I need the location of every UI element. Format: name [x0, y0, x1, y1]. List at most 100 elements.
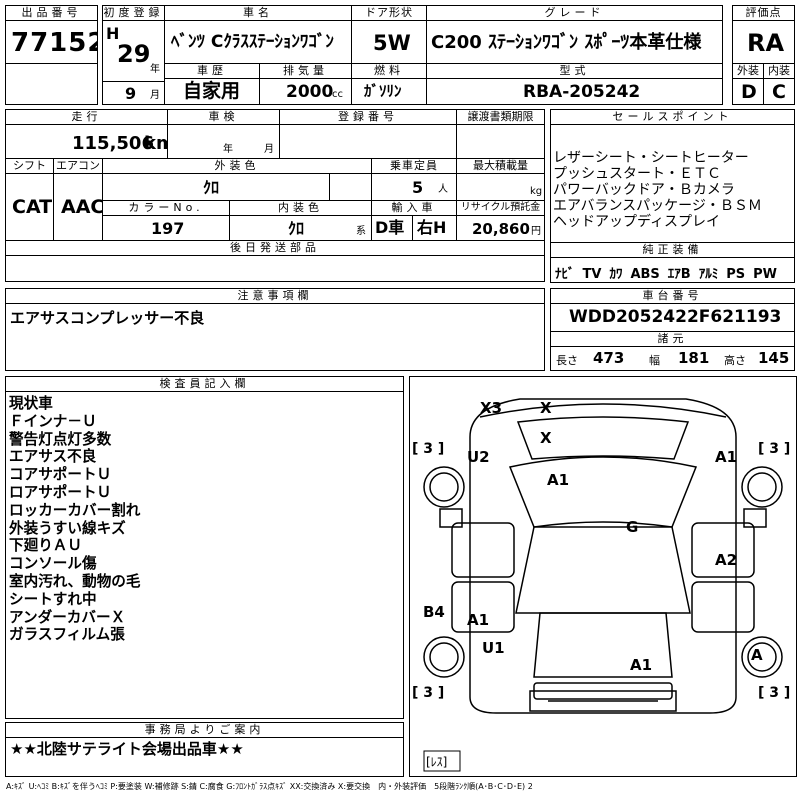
inspector-note-line: ロアサポートＵ: [9, 483, 112, 501]
car-name-cell: ﾍﾞﾝﾂ Cｸﾗｽｽﾃｰｼｮﾝﾜｺﾞﾝ: [164, 20, 352, 64]
equipment-item: ﾅﾋﾞ: [555, 267, 575, 282]
model: RBA-205242: [523, 82, 641, 102]
door-rear-right: [691, 581, 755, 633]
height-label: 高さ: [724, 354, 746, 367]
capacity-label: 乗車定員: [371, 158, 457, 174]
inspector-notes-label: 検査員記入欄: [5, 376, 404, 392]
tire-rear-left: [ 3 ]: [412, 685, 445, 701]
tailgate: [529, 690, 677, 712]
mirror-right: [743, 508, 767, 528]
max-load-unit: kg: [530, 186, 543, 197]
fuel-label: 燃料: [351, 63, 427, 79]
first-registration-month-cell: 9 月: [102, 81, 165, 105]
equipment-item: ｱﾙﾐ: [698, 267, 719, 282]
mirror-left: [439, 508, 463, 528]
inspector-note-line: 下廻りＡＵ: [9, 537, 82, 555]
mark-g-glass: G: [626, 518, 639, 536]
damage-legend: A:ｷｽﾞ U:ﾍｺﾐ B:ｷｽﾞを伴うﾍｺﾐ P:要塗装 W:補修跡 S:錆 …: [6, 782, 533, 791]
front-bumper: [479, 403, 727, 418]
import-cell: D車: [371, 215, 413, 241]
first-registration-year-cell: H 29 年: [102, 20, 165, 82]
inspector-note-line: コアサポートＵ: [9, 466, 112, 484]
inspector-note-line: 室内汚れ、動物の毛: [9, 572, 141, 590]
color-number-cell: 197: [102, 215, 230, 241]
mark-u1-rear-left: U1: [482, 639, 505, 657]
score-cell: RA: [732, 20, 795, 64]
mileage: 115,506: [72, 133, 154, 154]
inspector-note-line: 外装うすい線キズ: [9, 519, 126, 537]
width-label: 幅: [649, 354, 660, 367]
interior-color-unit: 系: [356, 226, 366, 237]
exterior-color-extra-cell: [329, 173, 372, 201]
max-load-cell: kg: [456, 173, 545, 201]
capacity-unit: 人: [438, 184, 448, 195]
displacement-label: 排気量: [259, 63, 352, 79]
inspector-note-line: ガラスフィルム張: [9, 626, 125, 644]
color-number: 197: [151, 219, 185, 238]
spare-tire: [ﾚｽ]: [426, 755, 448, 769]
import-type: D車: [375, 218, 405, 237]
office-notice: ★★北陸サテライト会場出品車★★: [10, 740, 244, 758]
notes-label: 注意事項欄: [5, 288, 545, 304]
exterior-color: ｸﾛ: [203, 178, 220, 197]
inspector-note-line: 現状車: [9, 395, 53, 412]
air-conditioner: AAC: [61, 196, 103, 218]
yen-unit: 円: [531, 226, 541, 237]
inspection-cell: 年 月: [167, 124, 280, 159]
air-conditioner-cell: AAC: [53, 173, 103, 241]
first-registration-month: 9: [125, 84, 137, 103]
transfer-deadline-label: 譲渡書類期限: [456, 109, 545, 125]
roof: [515, 526, 691, 614]
equipment-item: PW: [753, 267, 777, 282]
mark-a1-roof: A1: [630, 656, 653, 674]
notes-cell: エアサスコンプレッサー不良: [5, 303, 545, 371]
interior-color-label: 内装色: [229, 200, 372, 216]
lot-number: 77152: [11, 28, 98, 58]
tire-rear-right: [ 3 ]: [758, 685, 791, 701]
score-label: 評価点: [732, 5, 795, 21]
equipment-item: TV: [582, 267, 602, 282]
sales-point-item: プッシュスタート・ＥＴＣ: [553, 166, 721, 182]
interior-grade-cell: C: [763, 78, 795, 105]
exterior-color-cell: ｸﾛ: [102, 173, 330, 201]
mark-a-rear-right: A: [751, 646, 763, 664]
mark-a1-hood: A1: [547, 471, 570, 489]
year-unit: 年: [150, 64, 160, 75]
steering-cell: 右H: [412, 215, 457, 241]
recycle-fee: 20,860: [472, 220, 530, 238]
interior-color: ｸﾛ: [288, 219, 305, 238]
inspector-note-line: Ｆインナ－Ｕ: [9, 412, 97, 430]
interior-grade-label: 内装: [763, 63, 795, 79]
inspector-note-line: アンダーカバーＸ: [9, 608, 126, 626]
interior-color-cell: ｸﾛ 系: [229, 215, 372, 241]
shift: CAT: [12, 196, 53, 218]
exterior-grade-label: 外装: [732, 63, 764, 79]
hood: [508, 456, 698, 528]
door-rear-left: [451, 581, 515, 633]
car-name-label: 車名: [164, 5, 352, 21]
mark-u2-front-left: U2: [467, 448, 490, 466]
chassis-number: WDD2052422F621193: [569, 307, 782, 327]
sales-point-item: エアバランスパッケージ・ＢＳＭ: [553, 198, 762, 214]
shift-cell: CAT: [5, 173, 54, 241]
length-label: 長さ: [556, 354, 578, 367]
displacement-cell: 2000 cc: [259, 78, 352, 105]
month-unit: 月: [150, 90, 160, 101]
first-registration-year: 29: [117, 40, 151, 68]
body-outline: [469, 398, 737, 714]
inspector-note-line: コンソール傷: [9, 555, 97, 573]
notes-text: エアサスコンプレッサー不良: [10, 309, 205, 327]
mark-a1-rear-left: A1: [467, 611, 490, 629]
transfer-deadline-cell: [456, 124, 545, 159]
era-letter: H: [106, 24, 120, 43]
recycle-fee-label: リサイクル預託金: [456, 200, 545, 216]
office-notice-cell: ★★北陸サテライト会場出品車★★: [5, 737, 404, 777]
import-label: 輸入車: [371, 200, 457, 216]
width: 181: [678, 349, 710, 367]
equipment-item: ABS: [630, 267, 660, 282]
equipment-item: ｴｱB: [667, 267, 691, 282]
